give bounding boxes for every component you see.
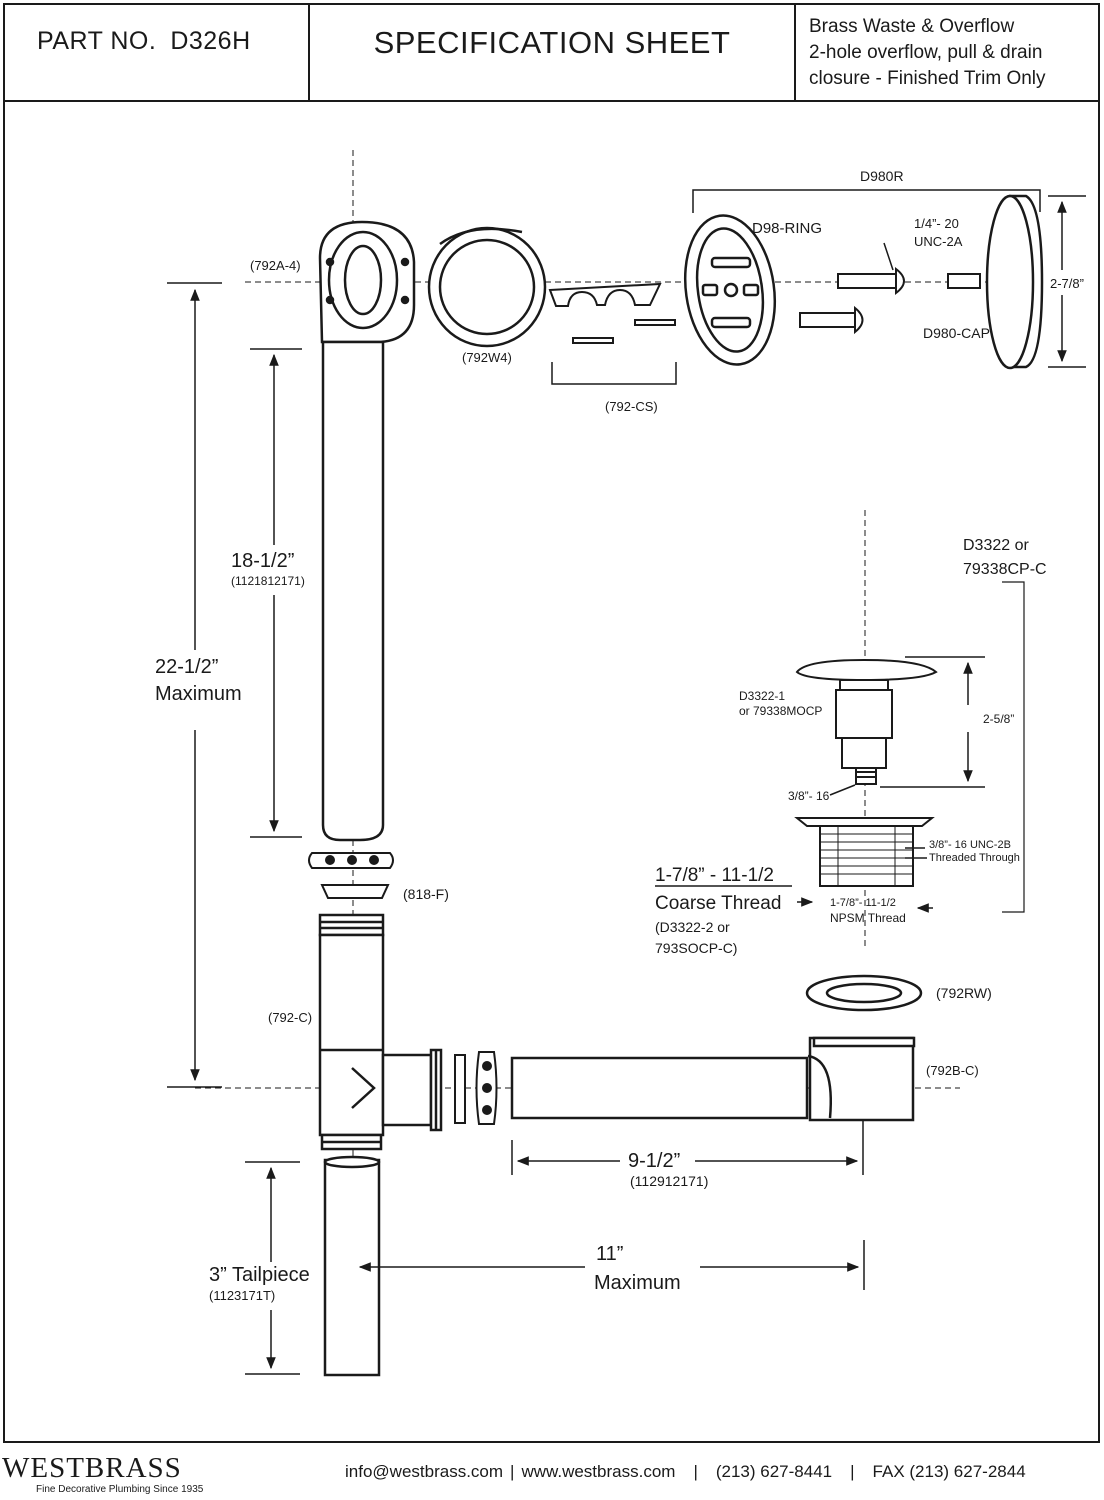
label-arm-code: (112912171) bbox=[630, 1173, 708, 1189]
drain-body bbox=[794, 817, 935, 887]
label-cap-height: 2-7/8” bbox=[1050, 276, 1084, 291]
label-coarse-thread: Coarse Thread bbox=[655, 893, 781, 914]
label-coarse-code-alt: 793SOCP-C) bbox=[655, 940, 737, 956]
label-reach-maximum: Maximum bbox=[594, 1272, 681, 1294]
trim-kit-bracket bbox=[692, 189, 1041, 213]
fax-number: FAX (213) 627-2844 bbox=[872, 1462, 1026, 1481]
label-stopper: D3322-1 bbox=[739, 689, 785, 703]
part-number: PART NO. D326H bbox=[37, 27, 251, 56]
description-line-2: 2-hole overflow, pull & drain bbox=[809, 42, 1043, 63]
coupling-nut bbox=[308, 852, 394, 869]
label-tailpiece: 3” Tailpiece bbox=[209, 1264, 310, 1286]
title-cell: SPECIFICATION SHEET bbox=[310, 5, 796, 102]
label-drop-length: 18-1/2” bbox=[231, 550, 294, 572]
phone-number: (213) 627-8441 bbox=[715, 1462, 833, 1481]
contact-info: info@westbrass.com|www.westbrass.com|(21… bbox=[345, 1462, 1026, 1481]
label-shoe: (792B-C) bbox=[926, 1063, 979, 1078]
label-screw-class: UNC-2A bbox=[914, 234, 963, 249]
part-labels: (792A-4) (792W4) (792-CS) D980R D98-RING… bbox=[155, 168, 1084, 1303]
arm-washer bbox=[454, 1054, 466, 1124]
label-stopper-height: 2-5/8” bbox=[983, 712, 1014, 726]
overflow-cap bbox=[985, 194, 1044, 370]
website-link[interactable]: www.westbrass.com bbox=[521, 1462, 676, 1481]
footer: WESTBRASS Fine Decorative Plumbing Since… bbox=[0, 1446, 1104, 1500]
label-cap: D980-CAP bbox=[923, 325, 990, 341]
friction-washer bbox=[320, 884, 390, 899]
label-npsm: NPSM Thread bbox=[830, 911, 906, 925]
label-arm-length: 9-1/2” bbox=[628, 1150, 680, 1172]
waste-tee bbox=[318, 913, 443, 1151]
label-tailpiece-code: (1123171T) bbox=[209, 1288, 275, 1303]
overflow-drop-tube bbox=[321, 340, 385, 842]
label-coarse-code: (D3322-2 or bbox=[655, 919, 730, 935]
page-title: SPECIFICATION SHEET bbox=[373, 25, 731, 60]
drain-kit-bracket bbox=[1002, 581, 1025, 913]
drain-washer bbox=[805, 974, 923, 1012]
label-coarse-thread-size: 1-7/8” - 11-1/2 bbox=[655, 865, 774, 886]
label-trim-kit: D980R bbox=[860, 168, 904, 184]
description-cell: Brass Waste & Overflow 2-hole overflow, … bbox=[796, 5, 1098, 102]
overflow-screws bbox=[799, 266, 981, 335]
label-drain-kit-alt: 79338CP-C bbox=[963, 561, 1047, 578]
label-drop-code: (1121812171) bbox=[231, 574, 305, 588]
description-line-3: closure - Finished Trim Only bbox=[809, 68, 1046, 89]
product-description: Brass Waste & Overflow 2-hole overflow, … bbox=[809, 14, 1046, 92]
label-npsm-size: 1-7/8”- 11-1/2 bbox=[830, 897, 896, 909]
label-reach: 11” bbox=[596, 1243, 623, 1265]
dimension-lines bbox=[167, 195, 1086, 1375]
label-washer: (792W4) bbox=[462, 350, 512, 365]
spring-clip bbox=[548, 282, 677, 385]
label-stopper-alt: or 79338MOCP bbox=[739, 704, 822, 718]
drain-shoe bbox=[807, 1036, 916, 1122]
brand-logo: WESTBRASS bbox=[2, 1452, 182, 1484]
arm-coupling-nut bbox=[475, 1051, 498, 1125]
tailpiece bbox=[323, 1155, 381, 1377]
spec-sheet-frame: PART NO. D326H SPECIFICATION SHEET Brass … bbox=[3, 3, 1100, 1443]
label-total-length: 22-1/2” bbox=[155, 656, 218, 678]
description-line-1: Brass Waste & Overflow bbox=[809, 16, 1015, 37]
brand-tagline: Fine Decorative Plumbing Since 1935 bbox=[36, 1484, 204, 1495]
label-body-thread: 3/8”- 16 UNC-2B bbox=[929, 839, 1011, 851]
label-screw-thread: 1/4”- 20 bbox=[914, 216, 959, 231]
label-body-thread-note: Threaded Through bbox=[929, 852, 1020, 864]
label-drain-washer: (792RW) bbox=[936, 985, 992, 1001]
part-number-label: PART NO. bbox=[37, 27, 157, 55]
label-coupling: (818-F) bbox=[403, 886, 449, 902]
overflow-washer bbox=[427, 226, 547, 348]
label-tee: (792-C) bbox=[268, 1010, 312, 1025]
label-clip: (792-CS) bbox=[605, 399, 658, 414]
part-number-cell: PART NO. D326H bbox=[5, 5, 310, 102]
escutcheon-ring bbox=[683, 214, 777, 366]
email-link[interactable]: info@westbrass.com bbox=[345, 1462, 504, 1481]
label-total-maximum: Maximum bbox=[155, 683, 242, 705]
drain-stopper bbox=[795, 658, 938, 785]
overflow-elbow bbox=[318, 220, 416, 344]
label-ring: D98-RING bbox=[752, 220, 822, 237]
label-elbow: (792A-4) bbox=[250, 258, 301, 273]
waste-arm-tube bbox=[510, 1056, 809, 1120]
part-number-value: D326H bbox=[170, 27, 251, 55]
label-drain-kit: D3322 or bbox=[963, 537, 1029, 554]
label-stopper-thread: 3/8”- 16 bbox=[788, 789, 830, 803]
